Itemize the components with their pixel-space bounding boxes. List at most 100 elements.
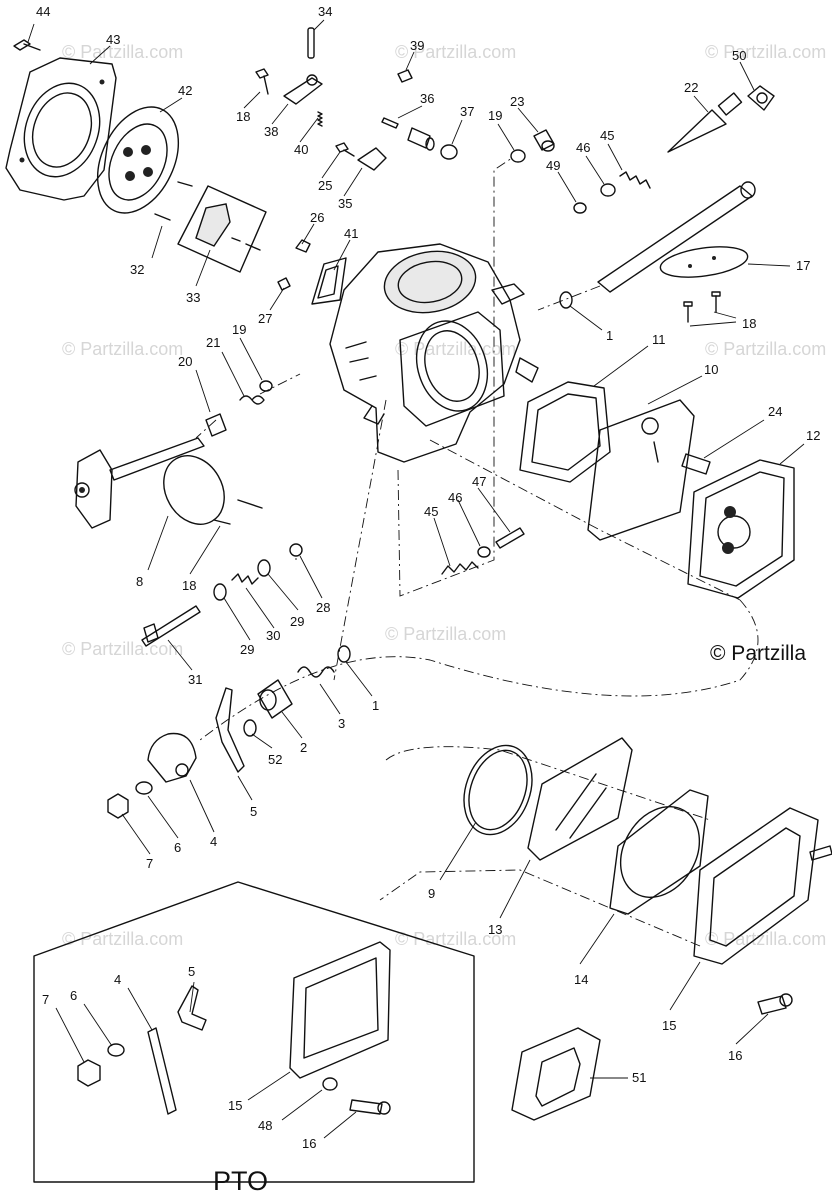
part-spring-45-top	[619, 171, 651, 189]
part-screw-31	[141, 605, 201, 647]
part-washer-46-mid	[477, 546, 491, 558]
callout: 9	[428, 886, 435, 901]
callout: 25	[318, 178, 332, 193]
callout: 20	[178, 354, 192, 369]
watermark: © Partzilla.com	[705, 339, 826, 359]
copyright-label: © Partzilla	[710, 642, 806, 665]
part-shaft-17	[597, 181, 756, 293]
callout: 40	[294, 142, 308, 157]
callout: 45	[424, 504, 438, 519]
watermark-layer: © Partzilla.com © Partzilla.com © Partzi…	[62, 42, 826, 949]
part-washer-6-inset	[107, 1043, 125, 1057]
callout: 26	[310, 210, 324, 225]
part-bracket-51	[511, 1027, 601, 1121]
part-ball-37	[440, 144, 458, 160]
callout: 19	[232, 322, 246, 337]
assembly-lines	[195, 157, 759, 947]
part-gasket-14	[609, 789, 709, 915]
callout: 14	[574, 972, 588, 987]
part-screw-18-left	[213, 499, 263, 525]
callout: 12	[806, 428, 820, 443]
callout: 15	[228, 1098, 242, 1113]
part-screw-16-inset	[349, 1099, 391, 1115]
part-gasket-10	[587, 399, 695, 541]
part-plug-27	[277, 277, 291, 291]
callout: 2	[300, 740, 307, 755]
callout: 11	[652, 332, 666, 347]
watermark: © Partzilla.com	[62, 929, 183, 949]
part-kit-box-33	[177, 185, 267, 273]
callout: 42	[178, 83, 192, 98]
part-oring-1-top	[559, 291, 573, 309]
callout: 6	[70, 988, 77, 1003]
callout: 3	[338, 716, 345, 731]
callout: 16	[728, 1048, 742, 1063]
callout: 47	[472, 474, 486, 489]
part-pump-cover-43	[5, 57, 117, 201]
callout: 7	[42, 992, 49, 1007]
callout: 51	[632, 1070, 646, 1085]
callout: 4	[210, 834, 217, 849]
callout: 29	[240, 642, 254, 657]
part-lever-4-inset	[147, 1027, 177, 1115]
part-needle-36	[381, 117, 435, 151]
part-lever-5-inset	[177, 985, 207, 1031]
callout: 34	[318, 4, 332, 19]
callout: 29	[290, 614, 304, 629]
part-oring-49	[573, 202, 587, 214]
callout: 32	[130, 262, 144, 277]
part-spring-3	[297, 666, 335, 678]
callout: 13	[488, 922, 502, 937]
watermark: © Partzilla.com	[62, 339, 183, 359]
callout: 38	[264, 124, 278, 139]
pto-inset	[33, 881, 475, 1183]
part-screws-32	[154, 181, 193, 221]
part-washer-52	[243, 719, 257, 737]
part-oring-29a	[257, 559, 271, 577]
callout: 21	[206, 335, 220, 350]
callout: 36	[420, 91, 434, 106]
part-fitting-24	[681, 453, 711, 475]
callout: 5	[188, 964, 195, 979]
part-washer-48-inset	[322, 1077, 338, 1091]
part-nut-7	[107, 793, 129, 819]
part-cover-15-inset	[289, 941, 391, 1079]
part-pin-34	[307, 27, 315, 59]
callout: 8	[136, 574, 143, 589]
pto-label: PTO	[213, 1166, 268, 1196]
callout: 18	[236, 109, 250, 124]
callout: 28	[316, 600, 330, 615]
watermark: © Partzilla.com	[395, 929, 516, 949]
part-diaphragm-42	[96, 106, 180, 214]
part-pin-47	[495, 527, 525, 549]
callout: 19	[488, 108, 502, 123]
callout: 37	[460, 104, 474, 119]
watermark: © Partzilla.com	[385, 624, 506, 644]
part-spring-30	[231, 573, 259, 585]
callout: 39	[410, 38, 424, 53]
part-screws-18-right	[683, 291, 721, 323]
part-clip-39	[397, 69, 413, 83]
callout: 18	[742, 316, 756, 331]
part-screw-16	[757, 993, 793, 1015]
callout: 33	[186, 290, 200, 305]
part-oring-28	[289, 543, 303, 557]
callout: 16	[302, 1136, 316, 1151]
part-gasket-11	[519, 381, 611, 483]
part-plug-26	[295, 239, 311, 253]
callout: 1	[372, 698, 379, 713]
callout: 10	[704, 362, 718, 377]
part-oring-29b	[213, 583, 227, 601]
callout: 30	[266, 628, 280, 643]
callout: 24	[768, 404, 782, 419]
callout: 6	[174, 840, 181, 855]
part-cover-15	[693, 807, 832, 965]
watermark: © Partzilla.com	[395, 42, 516, 62]
part-seat-23	[533, 129, 555, 152]
part-diaphragm-13	[527, 737, 633, 861]
callout: 49	[546, 158, 560, 173]
part-carburetor-body	[329, 243, 539, 463]
part-pump-body-12	[687, 459, 795, 599]
part-cap-50	[747, 85, 775, 111]
